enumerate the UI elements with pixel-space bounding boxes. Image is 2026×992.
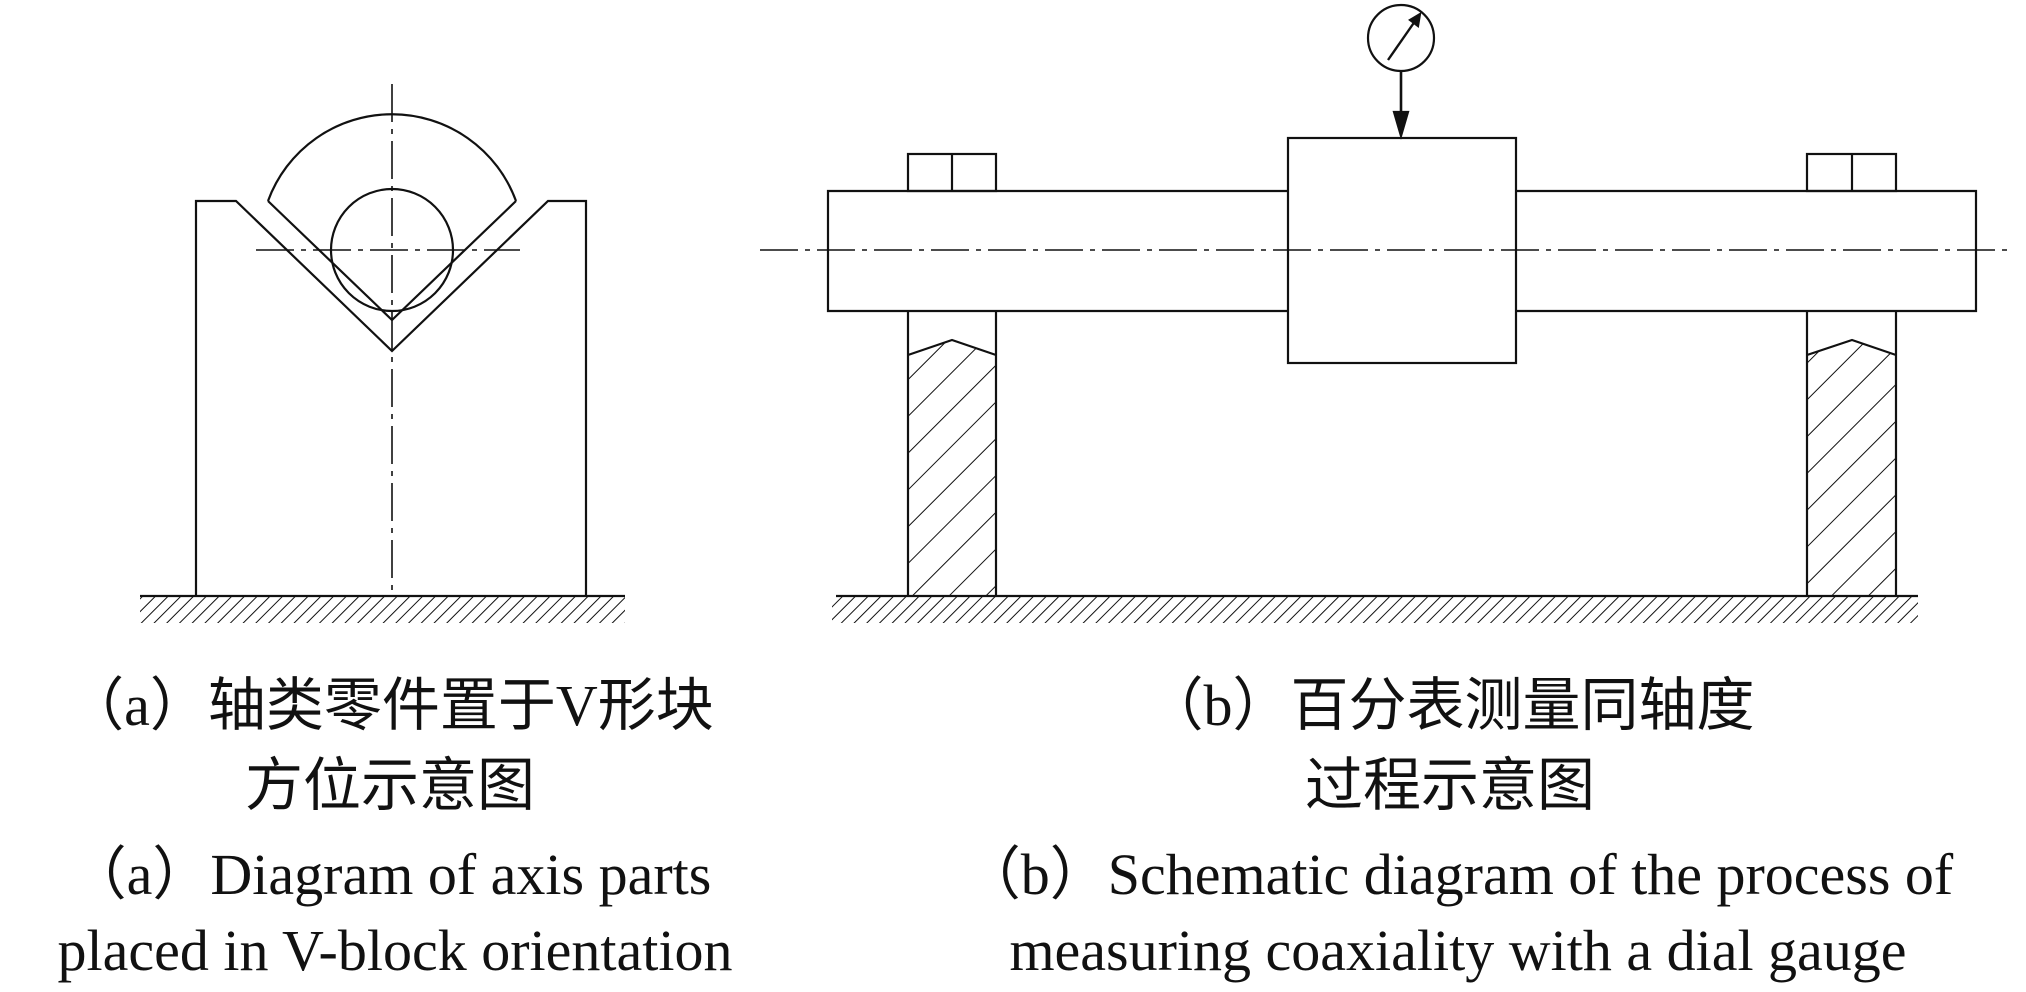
diagram-b-dial-gauge: [760, 3, 2012, 623]
caption-a-en-line2: placed in V-block orientation: [57, 918, 733, 983]
caption-b-zh-line1: （b）百分表测量同轴度: [1145, 673, 1755, 738]
dial-gauge-icon: [1366, 3, 1436, 140]
v-block-body: [194, 199, 588, 596]
right-support: [1805, 312, 1898, 596]
caption-a-zh-line2: 方位示意图: [244, 753, 535, 818]
dial-needle-tip: [1408, 11, 1422, 28]
caption-a-en-line1: （a）Diagram of axis parts: [68, 842, 712, 907]
diagram-a-v-block: [140, 84, 625, 623]
left-support: [906, 312, 998, 596]
dial-probe-tip: [1392, 110, 1410, 140]
dial-face: [1366, 3, 1436, 73]
caption-b-en-line1: （b）Schematic diagram of the process of: [962, 842, 1954, 907]
caption-b-zh-line2: 过程示意图: [1304, 753, 1595, 818]
caption-a-zh-line1: （a）轴类零件置于V形块: [66, 673, 714, 738]
left-support-hatch: [908, 340, 996, 596]
ground-hatch-a: [140, 597, 625, 623]
shaft-right: [1516, 189, 1978, 313]
shaft-left: [826, 189, 1288, 313]
right-support-hatch: [1807, 340, 1896, 596]
caption-b-en-line2: measuring coaxiality with a dial gauge: [1009, 918, 1907, 983]
ground-hatch-b: [832, 597, 1918, 623]
